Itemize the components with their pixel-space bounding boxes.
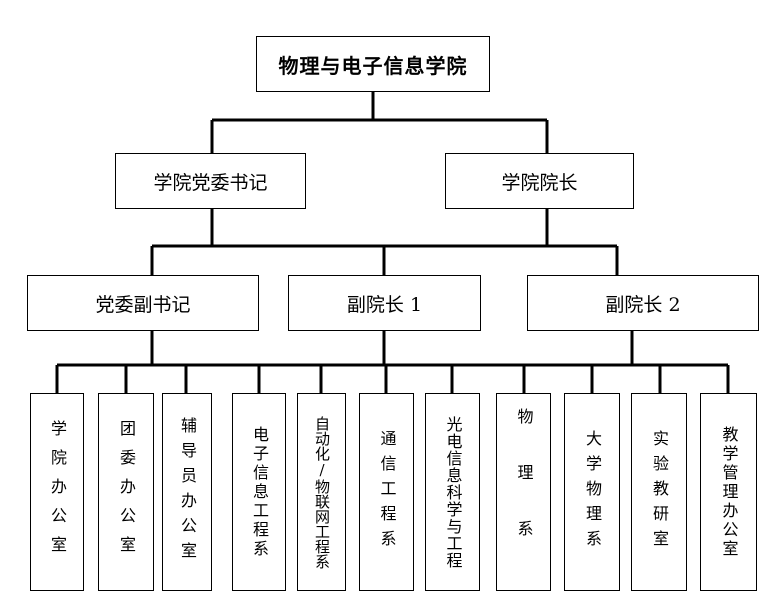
unit-communication-eng-dept: 通信工程系 [359,393,414,591]
unit-counselor-office: 辅导员办公室 [162,393,212,591]
unit-automation-iot-dept: 自动化/物联网工程系 [297,393,346,591]
unit-teaching-management-office: 教学管理办公室 [700,393,757,591]
root-node: 物理与电子信息学院 [256,36,490,92]
unit-college-office: 学院办公室 [30,393,84,591]
unit-youth-league-office: 团委办公室 [98,393,154,591]
unit-electronic-info-eng-dept: 电子信息工程系 [232,393,286,591]
vice-dean-1-node: 副院长 1 [288,275,481,331]
vice-dean-2-node: 副院长 2 [527,275,759,331]
party-secretary-node: 学院党委书记 [115,153,306,209]
dean-node: 学院院长 [445,153,634,209]
unit-physics-dept: 物理系 [496,393,551,591]
deputy-secretary-node: 党委副书记 [27,275,259,331]
unit-experiment-teaching-office: 实验教研室 [631,393,687,591]
unit-college-physics-dept: 大学物理系 [564,393,620,591]
unit-optoelectronic-dept: 光电信息科学与工程 [425,393,480,591]
